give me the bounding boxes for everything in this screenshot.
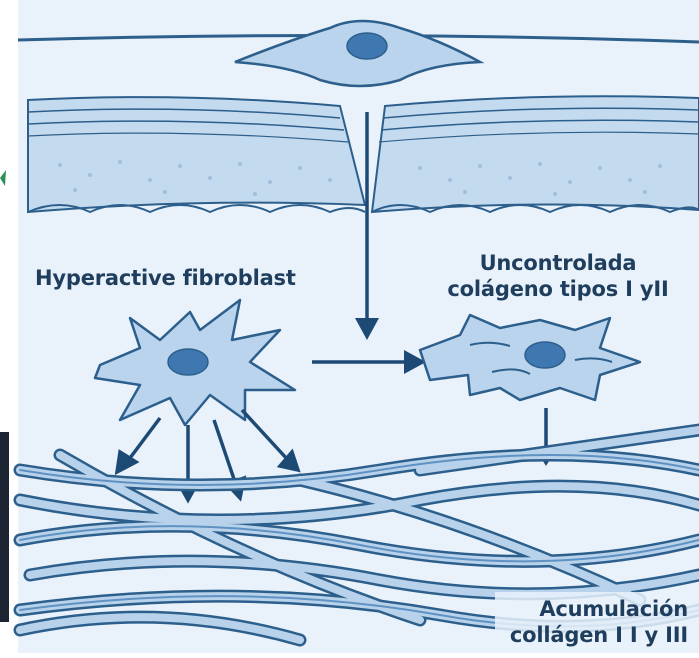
activated-fibroblast-nucleus xyxy=(525,342,565,368)
skin-layer-right xyxy=(372,96,699,212)
left-accent-green xyxy=(0,170,6,186)
accumulation-label: Acumulación collágen I I y III xyxy=(488,596,688,649)
accumulation-line-1: Acumulación xyxy=(488,596,688,622)
left-accent-dark xyxy=(0,432,9,622)
hyperactive-fibroblast-label: Hyperactive fibroblast xyxy=(35,265,296,291)
uncontrolled-collagen-line-2: colágeno tipos I yII xyxy=(438,276,678,302)
uncontrolled-collagen-line-1: Uncontrolada xyxy=(438,250,678,276)
uncontrolled-collagen-label: Uncontrolada colágeno tipos I yII xyxy=(438,250,678,303)
top-fibroblast-nucleus xyxy=(347,33,387,59)
accumulation-line-2: collágen I I y III xyxy=(488,622,688,648)
skin-layer-left xyxy=(28,97,365,212)
hyperactive-fibroblast-nucleus xyxy=(168,349,208,375)
